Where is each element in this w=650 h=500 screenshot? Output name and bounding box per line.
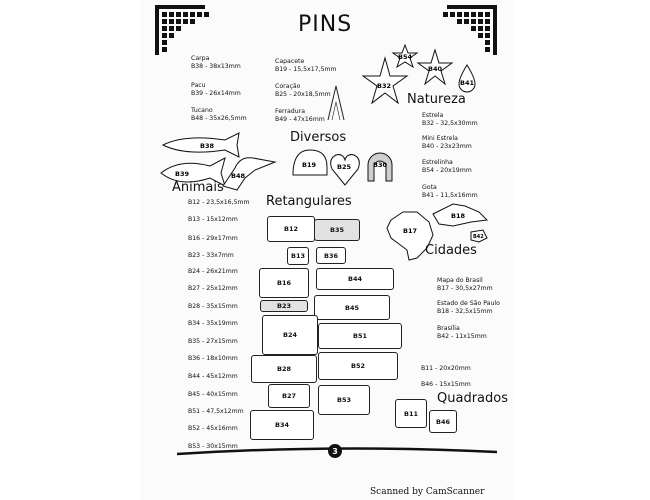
rect-b12: B12: [267, 216, 315, 242]
toucan-b48-icon: [222, 157, 277, 191]
heart-b25-icon: [330, 154, 360, 186]
spec-b13: B13 - 15x12mm: [188, 216, 238, 223]
rect-b27: B27: [268, 384, 310, 408]
rect-b23: B23: [260, 300, 308, 312]
shape-code-b25: B25: [337, 163, 351, 171]
animais-shapes: B38 B39 B48: [160, 132, 277, 191]
page-title: PINS: [298, 12, 353, 37]
shape-code-b39: B39: [175, 170, 189, 178]
brazil-map-b17-icon: [386, 211, 434, 261]
spec-b11: B11 - 20x20mm: [421, 365, 471, 372]
spec-b28: B28 - 35x15mm: [188, 303, 238, 310]
section-retangulares: Retangulares: [266, 194, 352, 209]
rect-b24: B24: [262, 315, 318, 355]
shape-code-b30: B30: [373, 161, 387, 169]
spec-b45: B45 - 40x15mm: [188, 391, 238, 398]
spec-b35: B35 - 27x15mm: [188, 338, 238, 345]
spec-b24: B24 - 26x21mm: [188, 268, 238, 275]
rect-b35: B35: [314, 219, 360, 241]
section-natureza: Natureza: [407, 92, 466, 107]
rect-b34: B34: [250, 410, 314, 440]
spec-b44: B44 - 45x12mm: [188, 373, 238, 380]
rect-b53: B53: [318, 385, 370, 415]
spec-b12: B12 - 23,5x16,5mm: [188, 199, 250, 206]
shape-code-b54: B54: [398, 53, 412, 61]
spec-b36: B36 - 18x10mm: [188, 355, 238, 362]
rect-b52: B52: [318, 352, 398, 380]
diversos-shapes: B19 B25 B30: [292, 149, 393, 186]
spec-b53: B53 - 30x15mm: [188, 443, 238, 450]
shape-code-b38: B38: [200, 142, 214, 150]
cidades-shapes: B17 B18 B42: [386, 203, 489, 261]
rect-b51: B51: [318, 323, 402, 349]
scanner-watermark: Scanned by CamScanner: [370, 487, 485, 497]
pixel-corner-left: [155, 5, 209, 55]
star-b32-icon: [361, 56, 409, 105]
section-quadrados: Quadrados: [437, 391, 508, 406]
fish-b38-icon: [161, 132, 240, 158]
square-b46: B46: [429, 410, 457, 433]
rect-b45: B45: [314, 295, 390, 320]
spec-b16: B16 - 29x17mm: [188, 235, 238, 242]
shape-code-b17: B17: [403, 227, 417, 235]
spec-b27: B27 - 25x12mm: [188, 285, 238, 292]
spec-b23: B23 - 33x7mm: [188, 252, 234, 259]
page-number: 3: [328, 444, 342, 458]
natureza-shapes: B54 B40 B32 B41: [361, 43, 476, 105]
section-animais: Animais: [172, 180, 224, 195]
shape-code-b19: B19: [302, 161, 316, 169]
rect-b16: B16: [259, 268, 309, 298]
section-diversos: Diversos: [290, 130, 347, 145]
horseshoe-b30-icon: [367, 152, 393, 182]
pixel-corner-right: [443, 5, 497, 55]
star-b40-icon: [416, 48, 454, 86]
spec-b46: B46 - 15x15mm: [421, 381, 471, 388]
rect-b44: B44: [316, 268, 394, 290]
spec-b51: B51 - 47,5x12mm: [188, 408, 244, 415]
shape-code-b18: B18: [451, 212, 465, 220]
drop-b41-icon: [458, 64, 476, 93]
section-cidades: Cidades: [425, 243, 477, 258]
helmet-b19-icon: [292, 149, 328, 176]
horseshoe-icon: [327, 85, 345, 121]
shape-code-b32: B32: [377, 82, 391, 90]
rect-b13: B13: [287, 247, 309, 265]
shape-code-b42: B42: [473, 234, 484, 240]
shape-code-b41: B41: [460, 79, 474, 87]
shape-code-b48: B48: [231, 172, 245, 180]
shape-code-b40: B40: [428, 65, 442, 73]
spec-b34: B34 - 35x19mm: [188, 320, 238, 327]
brasilia-b42-icon: [470, 229, 488, 243]
square-b11: B11: [395, 399, 427, 428]
spec-b52: B52 - 45x16mm: [188, 425, 238, 432]
fish-b39-icon: [160, 157, 226, 188]
rect-b36: B36: [316, 247, 346, 264]
star-b54-icon: [391, 43, 419, 69]
sao-paulo-b18-icon: [432, 203, 489, 227]
rect-b28: B28: [251, 355, 317, 383]
